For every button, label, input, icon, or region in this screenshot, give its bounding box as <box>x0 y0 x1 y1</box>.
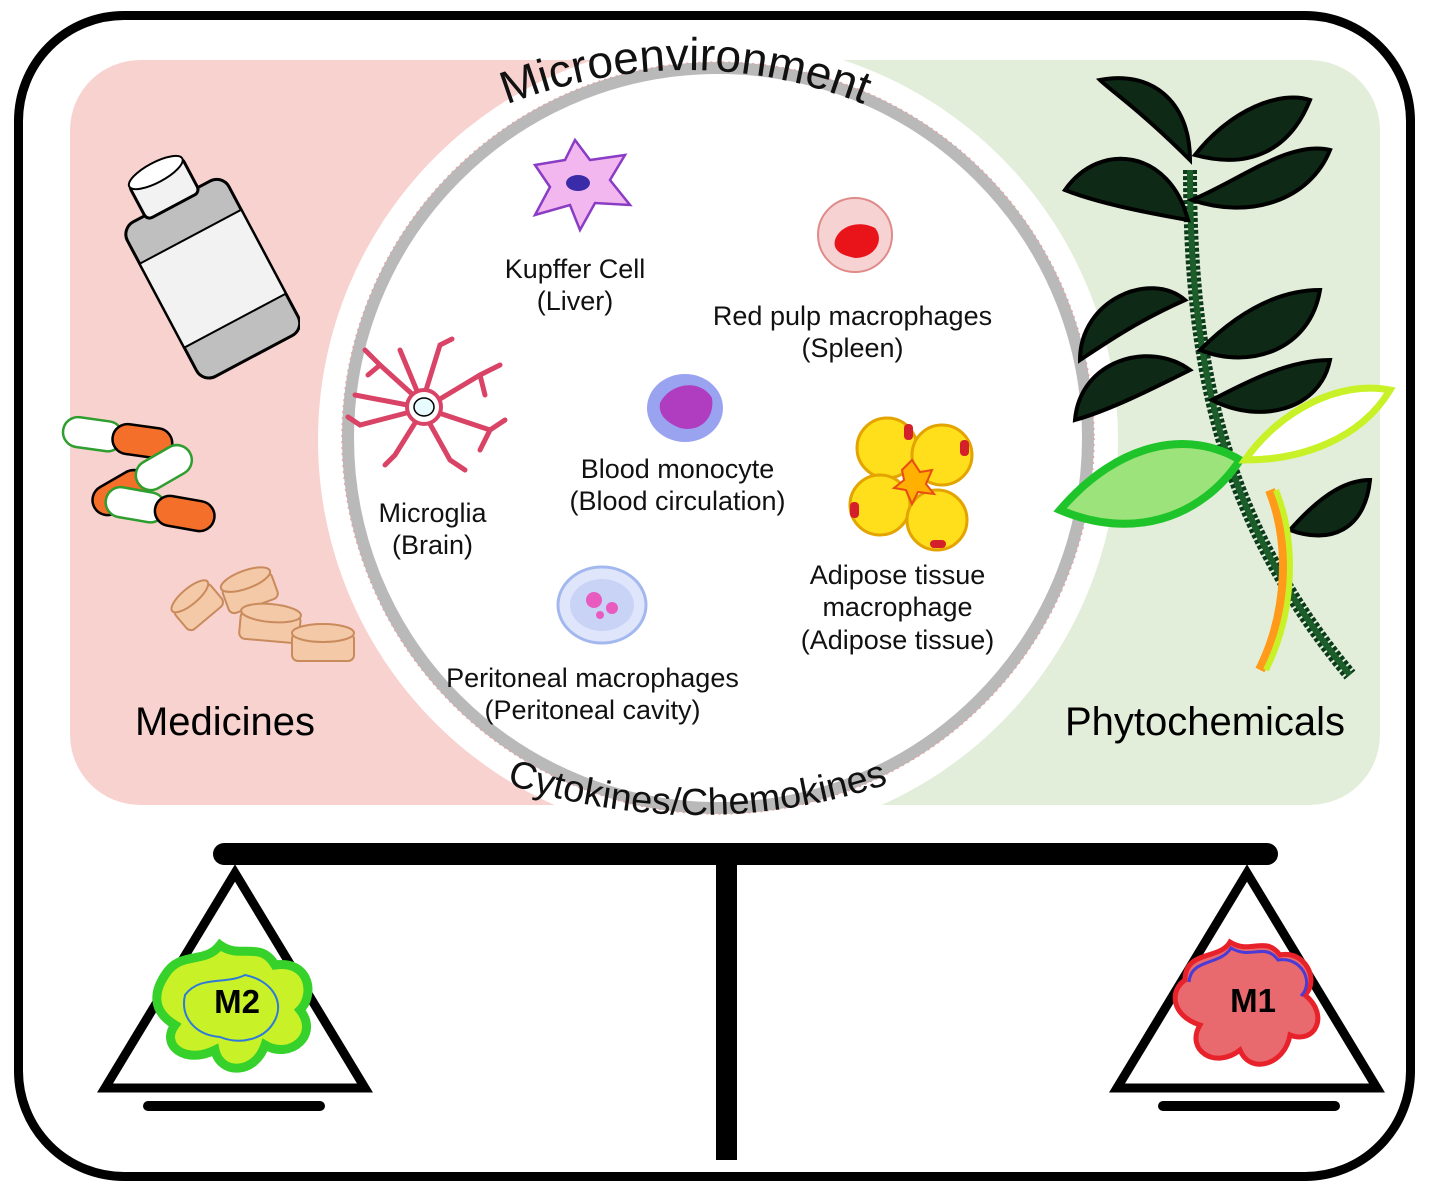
medicines-label: Medicines <box>134 700 316 744</box>
medicine-bottle-icon <box>124 154 300 380</box>
capsule-icon <box>61 415 216 533</box>
phytochemicals-label: Phytochemicals <box>1064 700 1346 744</box>
plant-icon <box>1053 76 1396 680</box>
m1-label: M1 <box>1230 982 1276 1019</box>
tablet-icon <box>170 566 355 662</box>
peritoneal-macrophage-icon <box>556 565 648 645</box>
m2-label: M2 <box>214 983 260 1020</box>
adipose-macrophage-icon <box>848 416 974 552</box>
peritoneal-macrophage-label: Peritoneal macrophages(Peritoneal cavity… <box>446 663 739 726</box>
red-pulp-macrophage-icon <box>817 197 893 273</box>
microglia-label: Microglia(Brain) <box>378 498 487 561</box>
red-pulp-macrophage-label: Red pulp macrophages(Spleen) <box>712 301 993 364</box>
kupffer-cell-label: Kupffer Cell(Liver) <box>504 254 646 317</box>
microenvironment-circle-ring <box>342 62 1094 814</box>
blood-monocyte-icon <box>647 374 723 442</box>
microenvironment-circle-inner <box>355 75 1081 801</box>
blood-monocyte-label: Blood monocyte(Blood circulation) <box>569 454 786 517</box>
kupffer-cell-icon <box>532 137 633 233</box>
m2-macrophage-icon: M2 <box>152 938 313 1073</box>
microglia-icon <box>345 336 508 473</box>
m1-macrophage-icon: M1 <box>1172 938 1321 1067</box>
outer-frame <box>14 11 1415 1181</box>
microenvironment-circle-ring-dots <box>341 61 1095 815</box>
